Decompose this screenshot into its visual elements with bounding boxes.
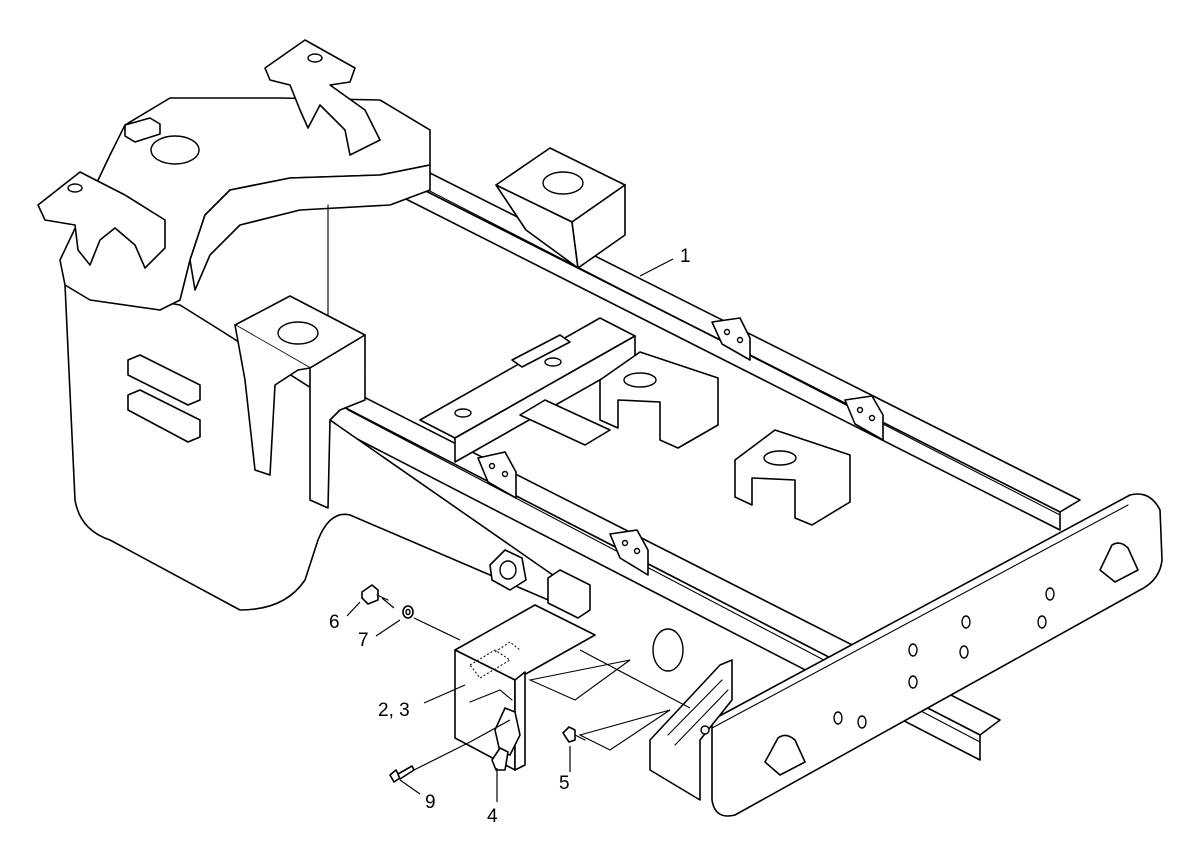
- exploded-plate: [528, 659, 671, 751]
- callout-labels: 1 6 7 2, 3 9 4 5: [329, 246, 691, 827]
- rail-features: [489, 549, 684, 672]
- callout-4: 4: [487, 806, 498, 827]
- upright-post: [234, 295, 366, 509]
- callout-2-3: 2, 3: [378, 700, 410, 721]
- lifting-bracket-top: [264, 39, 381, 156]
- callout-1: 1: [680, 246, 691, 267]
- leader-lines: [346, 258, 691, 802]
- rail-tabs: [477, 317, 884, 576]
- callout-6: 6: [329, 612, 340, 633]
- saddle-bracket-left: [599, 351, 719, 449]
- callout-9: 9: [425, 792, 436, 813]
- body-slots: [127, 354, 201, 443]
- callout-5: 5: [559, 773, 570, 794]
- exploded-bracket: [454, 604, 596, 771]
- callout-7: 7: [358, 630, 369, 651]
- fasteners: [361, 584, 586, 783]
- rear-mount-block: [495, 147, 626, 269]
- tow-bracket: [649, 659, 733, 801]
- saddle-bracket-right: [734, 429, 851, 526]
- front-bumper: [711, 493, 1163, 817]
- exploded-latch: [469, 689, 521, 771]
- lifting-bracket-left: [37, 171, 166, 269]
